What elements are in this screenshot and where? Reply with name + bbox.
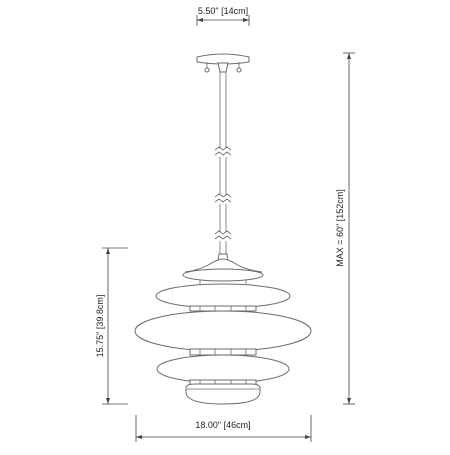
canopy-width-label: 5.50" [14cm] — [198, 6, 248, 16]
max-height-arrow-bottom — [347, 398, 351, 404]
tier-2-disc — [155, 283, 291, 309]
body-width-arrow-left — [136, 435, 142, 439]
body-width-label: 18.00" [46cm] — [195, 420, 250, 430]
downrod-break-mark-2a — [214, 193, 232, 198]
max-height-arrow-top — [347, 53, 351, 59]
bottom-bowl — [185, 383, 261, 405]
downrod-break-gap-1 — [214, 148, 232, 157]
body-height-arrow-top — [106, 248, 110, 254]
body-width-dimension: 18.00" [46cm] — [135, 415, 312, 442]
canopy-collar — [217, 62, 229, 73]
tier-4 — [156, 354, 290, 386]
crown-cap — [182, 253, 264, 285]
bottom-bowl-shape — [185, 383, 261, 405]
tier-4-disc — [156, 354, 290, 384]
tier-1-disc — [182, 268, 264, 282]
tier-3 — [134, 310, 312, 356]
tier-3-disc — [134, 310, 312, 352]
body-height-dimension: 15.75" [39.8cm] — [95, 247, 128, 405]
max-height-label: MAX = 60" [152cm] — [335, 189, 345, 266]
canopy-width-arrow-right — [243, 18, 249, 22]
canopy — [196, 53, 250, 73]
downrod-break-mark-1b — [214, 151, 232, 156]
canopy-width-dimension: 5.50" [14cm] — [196, 6, 250, 26]
tier-2 — [155, 283, 291, 312]
canopy-plate — [196, 53, 250, 65]
canopy-width-arrow-left — [197, 18, 203, 22]
pendant-fixture — [134, 53, 312, 405]
canopy-screw-cap-right — [236, 67, 242, 73]
downrod-break-mark-1a — [214, 146, 232, 151]
downrod-break-mark-3b — [214, 235, 232, 240]
downrod-break-mark-3a — [214, 230, 232, 235]
body-height-arrow-bottom — [106, 398, 110, 404]
body-height-label: 15.75" [39.8cm] — [95, 295, 105, 358]
canopy-screw-cap-left — [204, 67, 210, 73]
downrod-break-gap-3 — [214, 232, 232, 241]
downrod-break-mark-2b — [214, 198, 232, 203]
body-width-arrow-right — [305, 435, 311, 439]
downrod — [214, 72, 232, 255]
max-height-dimension: MAX = 60" [152cm] — [335, 52, 355, 405]
crown-dome — [184, 258, 263, 273]
downrod-break-gap-2 — [214, 195, 232, 204]
